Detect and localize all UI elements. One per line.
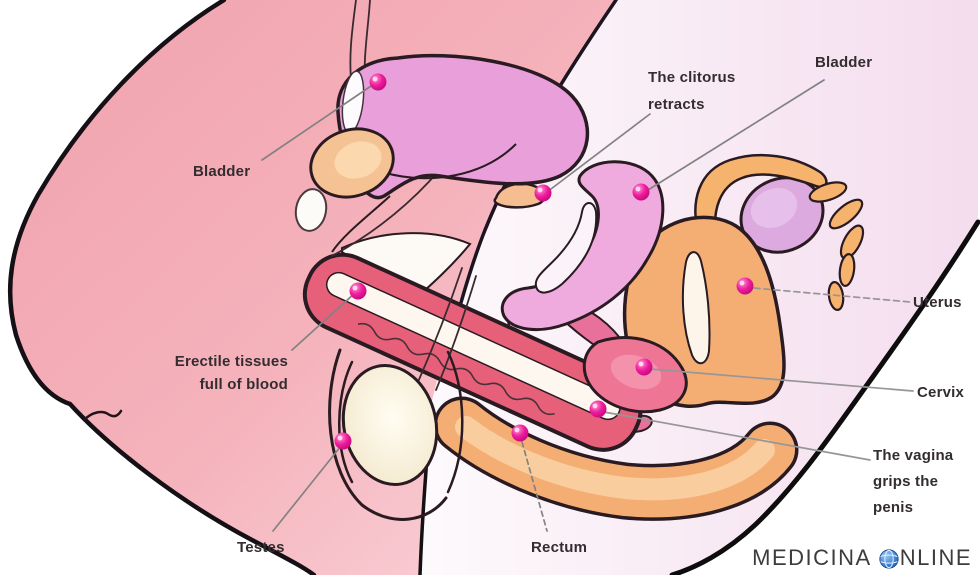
leader-clitoris	[546, 113, 651, 193]
marker-dot-bladder-female	[632, 183, 650, 201]
leader-erectile	[291, 292, 356, 351]
label-line: penis	[873, 499, 914, 516]
leader-cervix	[649, 368, 914, 392]
label-line: full of blood	[199, 376, 288, 393]
bladder-neck-line	[331, 195, 391, 253]
watermark-text-right: NLINE	[899, 545, 972, 570]
marker-dot-cervix	[635, 358, 653, 376]
marker-dot-bladder-male	[369, 73, 387, 91]
leader-bladder-female	[647, 79, 825, 191]
label-rectum: Rectum	[531, 539, 588, 556]
ovary-highlight	[750, 188, 798, 228]
label-line: grips the	[873, 473, 939, 490]
uterine-cavity	[681, 251, 711, 365]
penis-shaft-shape	[302, 252, 643, 452]
marker-dot-clitoris	[534, 184, 552, 202]
label-cervix: Cervix	[917, 384, 965, 401]
label-testes: Testes	[237, 539, 285, 556]
globe-icon	[879, 548, 899, 569]
leader-rectum	[521, 441, 548, 532]
male-bladder-fold	[381, 143, 517, 180]
marker-dots	[334, 73, 754, 450]
label-clitoris-retracts: The clitorus retracts	[648, 64, 735, 118]
label-uterus: Uterus	[913, 294, 962, 311]
label-line: The vagina	[873, 447, 954, 464]
prostate-highlight	[334, 141, 382, 179]
leader-vagina	[603, 411, 871, 461]
label-line: Erectile tissues	[174, 353, 288, 370]
leader-uterus	[753, 287, 911, 303]
marker-dot-testes	[334, 432, 352, 450]
marker-dot-vagina	[589, 400, 607, 418]
leader-lines	[261, 79, 914, 532]
watermark-brand: MEDICINA NLINE	[752, 545, 972, 571]
marker-dot-uterus	[736, 277, 754, 295]
label-line: retracts	[648, 96, 705, 113]
seminal-vesicle-shape	[294, 188, 328, 232]
label-erectile-tissues: Erectile tissues full of blood	[150, 350, 288, 396]
label-bladder-female: Bladder	[815, 54, 873, 71]
urethra-canal	[325, 271, 621, 421]
vaginal-ridges-line	[357, 322, 555, 416]
female-back-outline	[669, 219, 980, 575]
marker-dot-erectile	[349, 282, 367, 300]
male-bladder-shape	[336, 53, 590, 200]
fimbriae-shape	[808, 181, 865, 311]
fallopian-tube-shape	[694, 153, 828, 242]
label-line: The clitorus	[648, 69, 736, 86]
male-belly-crease	[82, 409, 123, 422]
label-vagina-grips: The vagina grips the penis	[873, 443, 953, 521]
female-bladder-lumen	[534, 202, 598, 294]
label-bladder-male: Bladder	[193, 163, 251, 180]
scrotum-outline	[328, 348, 464, 521]
leader-bladder-male	[261, 83, 375, 161]
rectum-shape	[433, 396, 799, 521]
leader-testes	[272, 445, 342, 532]
marker-dot-rectum	[511, 424, 529, 442]
male-body-outline	[7, 0, 317, 575]
watermark-text-left: MEDICINA	[752, 545, 872, 570]
